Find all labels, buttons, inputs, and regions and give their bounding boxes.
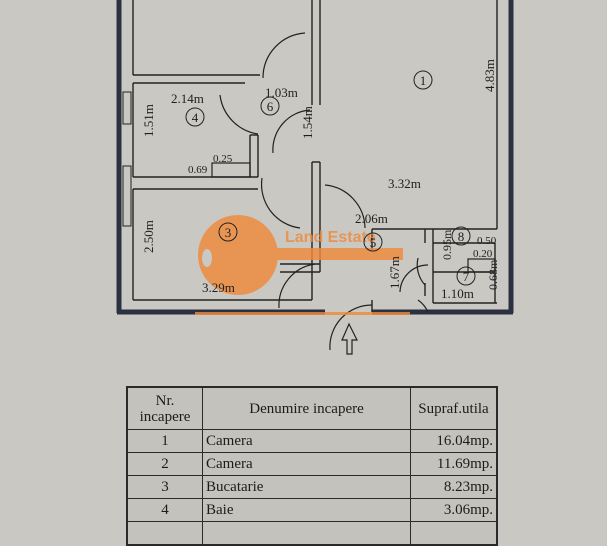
windows: [122, 91, 132, 227]
cell-room-name: Bucatarie: [202, 475, 411, 499]
dim-room8-shaft-h: 0.20: [473, 248, 493, 260]
entrance-up-arrow-icon: [341, 322, 358, 355]
room-number-8: 8: [458, 229, 465, 244]
table-row: 2 Camera 11.69mp.: [126, 452, 498, 476]
cell-room-area: 8.23mp.: [410, 475, 498, 499]
cell-room-area: 3.06mp.: [410, 498, 498, 522]
cell-room-number: 1: [126, 429, 203, 453]
cell-room-name: [202, 521, 411, 546]
cell-room-area: 16.04mp.: [410, 429, 498, 453]
inner-walls: [132, 0, 498, 312]
dim-room8-height: 0.95m: [440, 229, 454, 260]
table-row: 3 Bucatarie 8.23mp.: [126, 475, 498, 499]
dim-room4-shaft-w: 0.25: [213, 153, 233, 165]
room-number-6: 6: [267, 99, 274, 114]
dim-room5-height: 1.67m: [387, 256, 402, 289]
dim-room6-width: 1.03m: [265, 85, 298, 100]
dim-room1-width: 3.32m: [388, 176, 421, 191]
dim-room3-height: 2.50m: [141, 220, 156, 253]
header-room-name: Denumire incapere: [202, 386, 411, 430]
dim-room7-width: 1.10m: [441, 286, 474, 301]
header-room-number: Nr. incapere: [126, 386, 203, 430]
room-number-3: 3: [225, 225, 232, 240]
svg-text:Land Estate: Land Estate: [285, 229, 376, 246]
cell-room-number: 4: [126, 498, 203, 522]
dim-room3-width: 3.29m: [202, 280, 235, 295]
room-number-7: 7: [463, 269, 470, 284]
table-row: [126, 521, 498, 546]
dim-room5-width: 2.06m: [355, 211, 388, 226]
room-labels: [185, 70, 476, 286]
door-swings: [219, 32, 429, 351]
room-number-4: 4: [192, 110, 199, 125]
dim-room4-shaft-h: 0.69: [188, 164, 208, 176]
outer-walls: [116, 0, 514, 315]
cell-room-area: 11.69mp.: [410, 452, 498, 476]
cell-room-number: [126, 521, 203, 546]
dim-room6-height: 1.54m: [300, 106, 315, 139]
dim-room8-shaft-w: 0.50: [477, 235, 497, 247]
table-row: 1 Camera 16.04mp.: [126, 429, 498, 453]
shafts: [211, 162, 496, 273]
dim-room4-height: 1.51m: [141, 104, 156, 137]
cell-room-number: 2: [126, 452, 203, 476]
header-usable-area: Supraf.utila: [410, 386, 498, 430]
room-number-1: 1: [420, 73, 427, 88]
dim-room1-height: 4.83m: [482, 59, 497, 92]
room-number-5: 5: [370, 235, 377, 250]
room-area-table: Nr. incapere Denumire incapere Supraf.ut…: [126, 386, 498, 546]
floor-plan: Land Estate 1 3 4 5 6 7 8 4.83m 3.32m 2.…: [116, 0, 514, 355]
cell-room-name: Baie: [202, 498, 411, 522]
dim-room4-width: 2.14m: [171, 91, 204, 106]
table-header-row: Nr. incapere Denumire incapere Supraf.ut…: [126, 386, 498, 430]
cell-room-name: Camera: [202, 429, 411, 453]
table-row: 4 Baie 3.06mp.: [126, 498, 498, 522]
cell-room-name: Camera: [202, 452, 411, 476]
dim-room7-height: 0.68m: [486, 259, 500, 290]
cell-room-area: [410, 521, 498, 546]
cell-room-number: 3: [126, 475, 203, 499]
